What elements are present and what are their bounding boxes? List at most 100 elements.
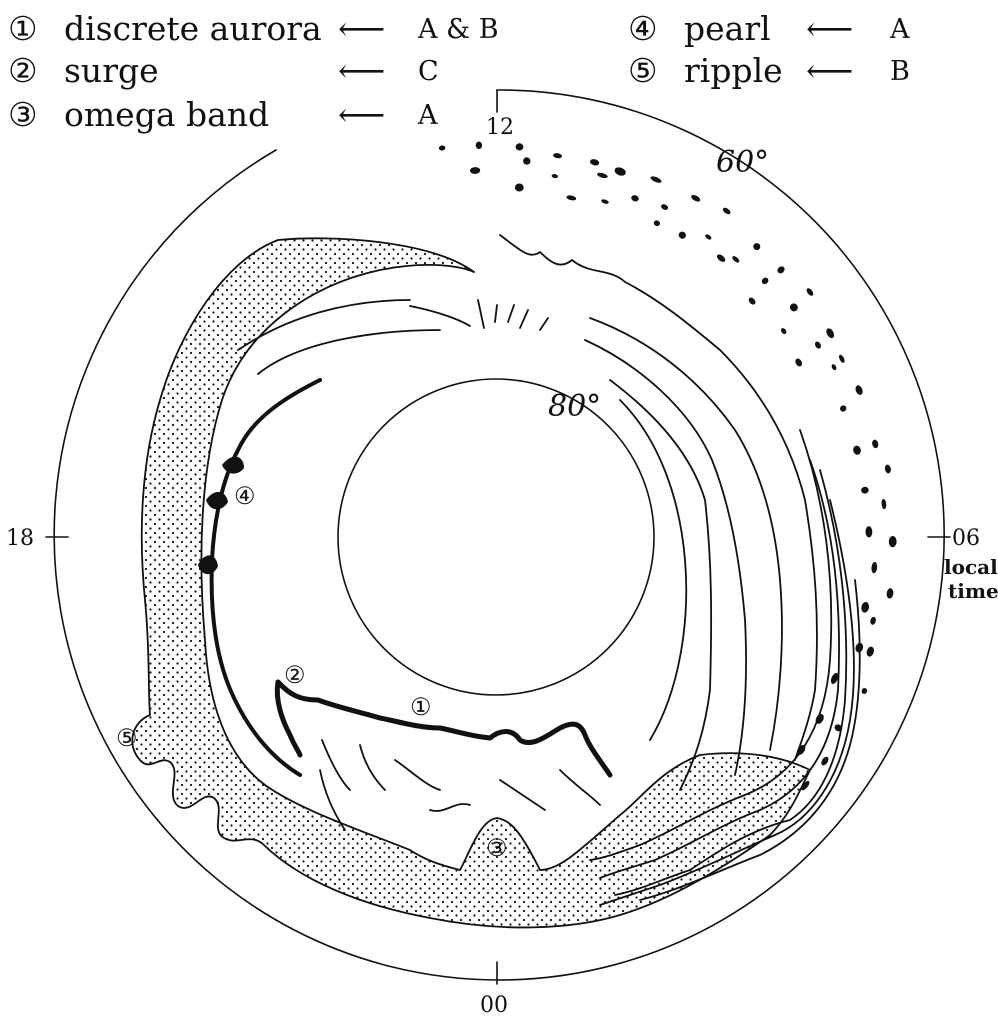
legend-class: A & B <box>417 14 499 45</box>
legend-num: ③ <box>8 95 38 134</box>
legend-item-ripple: ⑤ ripple ⟵ B <box>628 51 910 90</box>
auroral-patch <box>523 157 531 165</box>
auroral-patch <box>861 486 869 494</box>
auroral-patch <box>854 384 864 396</box>
auroral-patch <box>825 327 836 339</box>
diffuse-aurora-band <box>132 238 810 927</box>
auroral-patch <box>805 287 814 297</box>
auroral-patch <box>831 363 838 371</box>
auroral-patch <box>794 357 803 367</box>
auroral-patch <box>704 233 712 240</box>
arc-line <box>410 306 470 326</box>
auroral-patch <box>871 439 879 449</box>
auroral-patch <box>596 172 608 179</box>
legend-name: omega band <box>64 95 269 134</box>
auroral-patch <box>889 536 897 547</box>
auroral-patch <box>854 642 864 654</box>
arc-line <box>430 804 470 811</box>
arc-line <box>478 300 484 328</box>
arrow-left-icon: ⟵ <box>338 95 385 134</box>
legend-name: pearl <box>684 9 771 48</box>
arc-line <box>500 235 817 760</box>
legend-item-discrete-aurora: ① discrete aurora ⟵ A & B <box>8 9 499 48</box>
auroral-patch <box>838 354 846 364</box>
legend-class: A <box>417 100 438 131</box>
legend-num: ⑤ <box>628 51 658 90</box>
arc-line <box>590 318 782 750</box>
local-time-label-line2: time <box>948 579 998 603</box>
discrete-aurora-arc <box>278 682 610 775</box>
auroral-patch <box>865 646 875 658</box>
auroral-patch <box>690 194 701 204</box>
auroral-patch <box>865 526 872 538</box>
legend-item-pearl: ④ pearl ⟵ A <box>628 9 910 48</box>
arc-line <box>395 760 440 790</box>
legend-class: C <box>418 56 439 87</box>
auroral-patch <box>886 588 894 599</box>
arc-line <box>610 380 711 790</box>
auroral-patch <box>852 445 862 456</box>
local-time-label-line1: local <box>944 555 998 579</box>
auroral-patch <box>438 145 445 151</box>
auroral-patch <box>515 143 523 151</box>
auroral-patch <box>839 404 847 412</box>
auroral-patch <box>650 175 663 184</box>
dusk-label: 18 <box>6 526 34 551</box>
pearl-blob <box>206 492 228 509</box>
auroral-patch <box>476 141 483 149</box>
auroral-patch <box>470 167 481 174</box>
legend-item-surge: ② surge ⟵ C <box>8 51 439 90</box>
latitude-circle-80 <box>338 379 654 695</box>
auroral-patch <box>814 340 823 349</box>
legend-num: ① <box>8 9 38 48</box>
auroral-patch <box>601 198 610 204</box>
legend-name: surge <box>64 51 159 90</box>
legend-num: ② <box>8 51 38 90</box>
pearl-arc <box>212 380 320 775</box>
auroral-patch <box>677 230 687 240</box>
noon-label: 12 <box>486 115 514 140</box>
auroral-patch <box>722 206 732 215</box>
omega-band-marker: ③ <box>486 834 508 862</box>
arc-line <box>500 780 545 810</box>
auroral-patch <box>861 687 868 695</box>
legend-num: ④ <box>628 9 658 48</box>
legend-class: B <box>890 56 910 87</box>
latitude-label-80: 80° <box>548 389 601 424</box>
arc-line <box>495 305 497 322</box>
auroral-patch <box>881 499 886 510</box>
arc-line <box>258 330 440 374</box>
arrow-left-icon: ⟵ <box>338 9 385 48</box>
auroral-patch <box>613 166 627 177</box>
auroral-patch <box>747 296 757 306</box>
auroral-patch <box>660 203 669 211</box>
auroral-patch <box>820 755 830 766</box>
auroral-patch <box>752 242 762 252</box>
auroral-patch <box>731 255 740 264</box>
pearl-marker: ④ <box>234 482 256 510</box>
arrow-left-icon: ⟵ <box>338 51 385 90</box>
dawn-label: 06 <box>952 526 980 551</box>
auroral-patch <box>884 464 891 474</box>
latitude-label-60: 60° <box>716 145 769 180</box>
arc-line <box>520 310 528 328</box>
auroral-patch <box>630 194 639 202</box>
legend: ① discrete aurora ⟵ A & B ② surge ⟵ C ③ … <box>8 9 910 134</box>
auroral-patch <box>870 616 877 625</box>
auroral-patch <box>653 219 661 227</box>
ripple-marker: ⑤ <box>116 724 138 752</box>
midnight-label: 00 <box>480 993 508 1018</box>
legend-item-omega-band: ③ omega band ⟵ A <box>8 95 438 134</box>
arrow-left-icon: ⟵ <box>806 9 853 48</box>
auroral-patch <box>788 302 799 313</box>
arc-line <box>540 318 548 330</box>
arc-line <box>620 400 686 740</box>
pearl-blob <box>222 457 244 474</box>
auroral-patch <box>871 562 878 574</box>
legend-name: discrete aurora <box>64 9 322 48</box>
auroral-patch <box>860 601 870 613</box>
arc-line <box>508 305 514 322</box>
auroral-patch <box>760 276 769 285</box>
